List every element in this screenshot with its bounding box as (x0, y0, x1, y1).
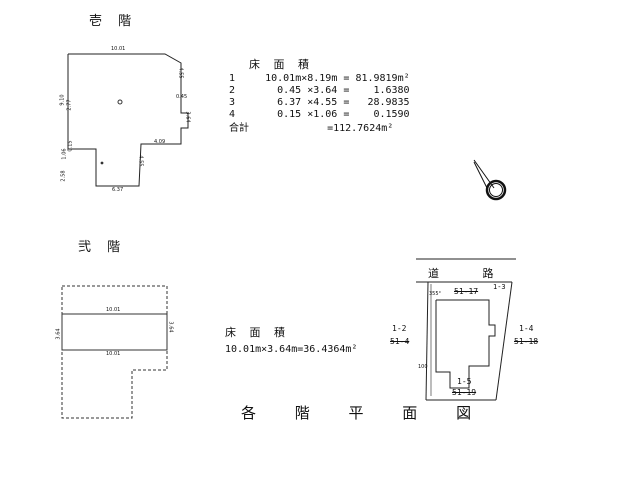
row-eq: = (343, 109, 350, 120)
dim-floor1-left-258: 2.58 (60, 170, 67, 182)
area-table-2-title: 床 面 積 (225, 326, 290, 339)
dim-floor2-top: 10.01 (106, 307, 121, 313)
lot-right-a: 1-4 (519, 324, 534, 333)
floor1-label: 壱 階 (89, 14, 138, 29)
row-eq: = (343, 97, 350, 108)
row-no: 2 (229, 85, 236, 96)
floor1-outline (67, 53, 189, 187)
dim-floor1-left-910: 9.10 (59, 94, 66, 106)
total-label: 合計 (229, 123, 249, 134)
compass-symbol (473, 159, 507, 201)
road-label: 道 路 (428, 267, 514, 280)
area-row-3: 3 6.37 ×4.55 = 28.9835 (229, 97, 410, 108)
row-no: 4 (229, 109, 236, 120)
dim-floor1-right-364: 3.64 (184, 111, 191, 123)
area-row-4: 4 0.15 ×1.06 = 0.1590 (229, 109, 410, 120)
floor1-marker-2 (100, 161, 104, 165)
lot-left-b: 51-4 (390, 337, 410, 346)
dim-floor1-top: 10.01 (111, 46, 126, 52)
row-expr: 0.45 ×3.64 (277, 85, 338, 96)
lot-top: 51-17 (454, 287, 479, 296)
dim-floor1-left-277: 2.77 (66, 99, 73, 111)
area-table-2-formula: 10.01m×3.64m=36.4364m² (225, 344, 358, 355)
row-no: 1 (229, 73, 236, 84)
row-val: 1.6380 (373, 85, 410, 96)
lot-right-b: 51-18 (514, 337, 539, 346)
row-expr: 6.37 ×4.55 (277, 97, 338, 108)
site-map (416, 258, 516, 401)
row-eq: = (343, 73, 350, 84)
row-val: 81.9819m² (355, 73, 410, 84)
floor2-label: 弐 階 (78, 240, 127, 255)
dim-floor1-bottom: 6.37 (112, 187, 124, 193)
row-no: 3 (229, 97, 236, 108)
floor1-marker (117, 99, 123, 105)
row-val: 0.1590 (373, 109, 410, 120)
area-row-1: 1 10.01m×8.19m = 81.9819m² (229, 73, 410, 84)
dim-floor2-right: 3.64 (167, 321, 174, 333)
area-table-1: 床 面 積 1 10.01m×8.19m = 81.9819m² 2 0.45 … (229, 56, 410, 134)
dim-floor2-bottom: 10.01 (106, 351, 121, 357)
dim-floor1-mid: 0.45 (176, 94, 188, 100)
angle-top: 355° (429, 291, 442, 297)
total-value: =112.7624m² (327, 123, 394, 134)
row-expr: 0.15 ×1.06 (277, 109, 338, 120)
area-total-row: 合計 =112.7624m² (229, 119, 393, 134)
area-row-2: 2 0.45 ×3.64 = 1.6380 (229, 85, 410, 96)
row-val: 28.9835 (367, 97, 410, 108)
lot-left-a: 1-2 (392, 324, 407, 333)
dim-floor2-left: 3.64 (55, 328, 62, 340)
dim-floor1-step: 4.09 (154, 139, 166, 145)
page-title: 各 階 平 面 図 (241, 404, 489, 422)
row-eq: = (343, 85, 350, 96)
floor2-outline (61, 285, 168, 419)
lot-top-small: 1-3 (493, 283, 506, 291)
area-table-1-title: 床 面 積 (249, 58, 314, 71)
lot-bottom-b: 51-19 (452, 388, 477, 397)
dim-floor1-right-lower: 4.55 (137, 155, 144, 167)
dim-floor1-left-015: 0.15 (67, 140, 74, 152)
row-expr: 10.01m×8.19m (265, 73, 338, 84)
angle-bottom: 100 (418, 364, 428, 370)
dim-floor1-right-upper: 4.55 (177, 67, 184, 79)
lot-bottom-a: 1-5 (457, 377, 472, 386)
